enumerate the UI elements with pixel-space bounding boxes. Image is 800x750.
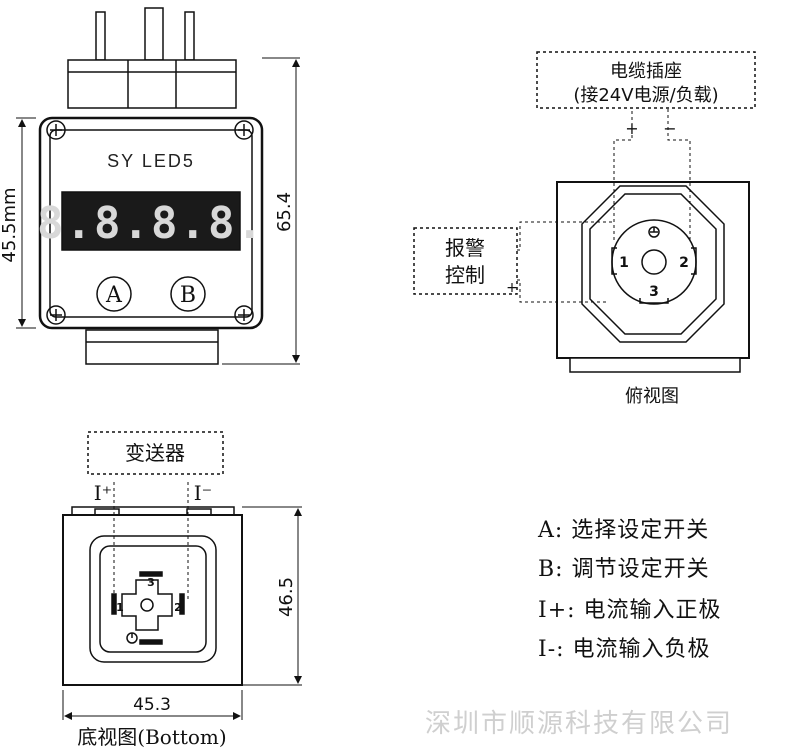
watermark: 深圳市顺源科技有限公司 xyxy=(425,709,734,739)
legend-i-minus: I-: 电流输入负极 xyxy=(538,637,711,662)
legend-a: A: 选择设定开关 xyxy=(538,518,710,543)
i-minus-label: I⁻ xyxy=(194,481,212,505)
pin-3: 3 xyxy=(649,284,659,300)
button-b[interactable] xyxy=(170,276,206,312)
dim-height-right: 65.4 xyxy=(274,192,295,232)
transmitter-box xyxy=(87,431,224,475)
alarm-label-1: 报警 xyxy=(445,236,485,260)
button-a[interactable] xyxy=(96,276,132,312)
bottom-view-caption: 底视图(Bottom) xyxy=(77,725,226,749)
pin-2: 2 xyxy=(174,601,182,614)
cable-socket-subtitle: (接24V电源/负载) xyxy=(573,85,718,106)
button-b-label: B xyxy=(180,283,196,308)
screw-icon xyxy=(234,305,254,325)
pin-2: 2 xyxy=(679,255,689,271)
i-plus-label: I⁺ xyxy=(94,481,112,505)
screw-icon xyxy=(46,305,66,325)
alarm-plus: + xyxy=(506,280,518,296)
ground-icon xyxy=(126,632,138,644)
led-display xyxy=(61,191,241,251)
dim-width-bottom: 45.3 xyxy=(133,695,171,715)
top-view-caption: 俯视图 xyxy=(625,386,679,407)
display-digits: 8.8.8.8. xyxy=(37,198,265,249)
screw-icon xyxy=(234,120,254,140)
top-view xyxy=(413,51,756,373)
brand-label: SY LED5 xyxy=(107,151,195,171)
front-view xyxy=(16,7,300,365)
bottom-view xyxy=(62,431,302,720)
legend-i-plus: I+: 电流输入正极 xyxy=(538,598,722,623)
legend-b: B: 调节设定开关 xyxy=(538,557,710,582)
screw-icon xyxy=(46,120,66,140)
cable-plus: + xyxy=(625,119,638,138)
cable-socket-title: 电缆插座 xyxy=(610,61,682,82)
pin-1: 1 xyxy=(116,601,124,614)
alarm-label-2: 控制 xyxy=(445,263,485,287)
pin-1: 1 xyxy=(619,255,629,271)
dim-height-bottom: 46.5 xyxy=(276,577,297,617)
dim-height-left: 45.5mm xyxy=(0,187,20,262)
cable-socket-box xyxy=(536,51,756,109)
button-a-label: A xyxy=(105,283,123,308)
cable-minus: − xyxy=(663,119,676,138)
transmitter-label: 变送器 xyxy=(125,441,185,465)
pin-3: 3 xyxy=(147,576,155,589)
